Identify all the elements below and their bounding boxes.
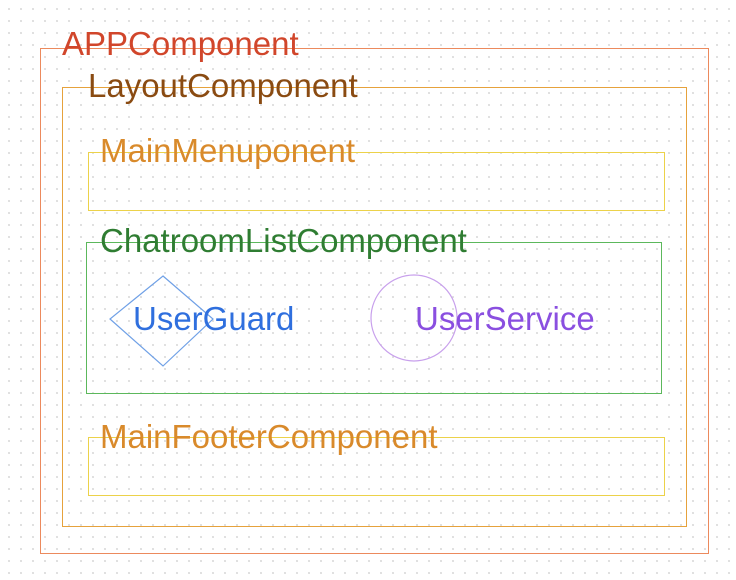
main-menu-component-label: MainMenuponent (100, 132, 356, 169)
layout-component-box (62, 87, 687, 527)
user-guard-diamond (109, 275, 214, 367)
main-footer-component-label: MainFooterComponent (100, 418, 438, 455)
layout-component-label: LayoutComponent (88, 67, 358, 104)
chatroom-list-component-label: ChatroomListComponent (100, 222, 467, 259)
app-component-label: APPComponent (62, 25, 299, 62)
main-footer-component-box (88, 437, 665, 496)
user-service-circle (370, 274, 458, 362)
app-component-box (40, 48, 709, 554)
chatroom-list-component-box (86, 242, 662, 394)
user-service-label: UserService (415, 300, 595, 337)
main-menu-component-box (88, 152, 665, 211)
user-guard-label: UserGuard (133, 300, 295, 337)
